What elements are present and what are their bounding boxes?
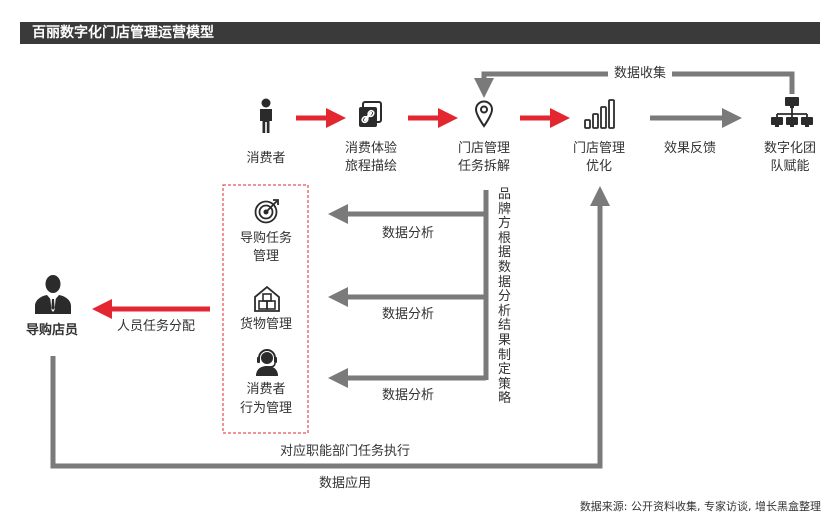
node-guide-task-line2: 管理	[252, 249, 280, 264]
node-team-line2: 队赋能	[770, 159, 810, 174]
edge-data-collect: 数据收集	[607, 65, 673, 83]
node-optimize-line1: 门店管理	[572, 141, 626, 156]
edge-analysis-2: 数据分析	[381, 307, 435, 322]
edge-analysis-1: 数据分析	[381, 226, 435, 241]
target-icon	[254, 198, 280, 228]
edge-analysis-3: 数据分析	[381, 388, 435, 403]
edge-brand-strategy: 品牌方根据数据分析结果制定策略	[498, 187, 512, 407]
edge-effect-feedback: 效果反馈	[663, 141, 717, 156]
node-behavior-line1: 消费者	[246, 382, 286, 397]
bar-chart-icon	[583, 98, 615, 134]
task-group-box	[222, 184, 309, 434]
node-guide-task-line1: 导购任务	[239, 231, 293, 246]
location-pin-icon	[474, 100, 494, 132]
edge-data-app: 数据应用	[318, 476, 372, 491]
node-journey-line2: 旅程描绘	[344, 159, 398, 174]
node-task-line1: 门店管理	[457, 141, 511, 156]
edge-dept-exec: 对应职能部门任务执行	[279, 444, 411, 459]
node-staff: 导购店员	[25, 323, 79, 338]
link-cards-icon	[357, 101, 383, 133]
person-icon	[258, 98, 274, 138]
edge-staff-assign: 人员任务分配	[116, 319, 196, 334]
title-bar: 百丽数字化门店管理运营模型	[20, 22, 820, 44]
node-journey-line1: 消费体验	[344, 141, 398, 156]
source-note: 数据来源: 公开资料收集, 专家访谈, 增长黑盒整理	[579, 500, 821, 513]
boxes-icon	[253, 285, 281, 317]
node-goods: 货物管理	[239, 317, 293, 332]
node-behavior-line2: 行为管理	[239, 401, 293, 416]
node-optimize-line2: 优化	[585, 159, 613, 174]
arrow-data-app	[50, 186, 610, 469]
headset-user-icon	[254, 348, 280, 380]
node-consumer: 消费者	[246, 151, 286, 166]
node-task-line2: 任务拆解	[457, 159, 511, 174]
staff-person-icon	[33, 274, 73, 318]
network-computers-icon	[770, 96, 814, 134]
node-team-line1: 数字化团	[763, 141, 817, 156]
page-title: 百丽数字化门店管理运营模型	[32, 25, 214, 41]
